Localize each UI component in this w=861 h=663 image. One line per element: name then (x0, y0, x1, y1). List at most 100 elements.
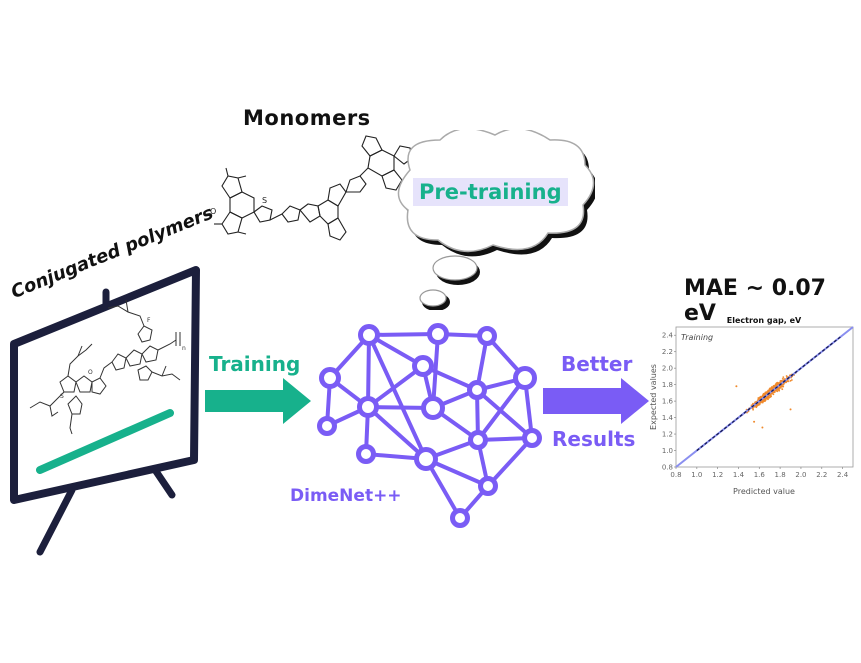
network-edge (366, 333, 371, 409)
network-node (467, 380, 487, 400)
network-edge (475, 388, 534, 440)
monomer-structure: O S (210, 135, 413, 241)
monomer-atom-s: S (262, 196, 267, 205)
atom-label-f: F (147, 317, 151, 324)
mae-label: MAE ~ 0.07 eV (684, 276, 826, 326)
network-node (522, 428, 542, 448)
x-tick-label: 1.2 (712, 471, 723, 479)
y-tick-label: 1.2 (662, 431, 673, 439)
monomers-title: Monomers (243, 106, 371, 130)
neural-network-graph (317, 323, 542, 528)
results-arrow (543, 378, 649, 424)
y-tick-label: 2.4 (662, 332, 674, 340)
scatter-point (785, 375, 788, 377)
y-tick-label: 2.2 (662, 348, 673, 356)
scatter-outlier (761, 426, 764, 429)
scatter-point (775, 382, 778, 384)
network-node (356, 444, 376, 464)
scatter-outlier (789, 408, 792, 411)
network-edge (476, 376, 527, 442)
network-node (513, 366, 537, 390)
parity-plot: Electron gap, eV Training 0.8 1.0 1.2 1.4 1.… (649, 316, 854, 496)
y-tick-label: 1.6 (662, 398, 674, 406)
scatter-point (783, 378, 786, 380)
scatter-point (781, 388, 784, 391)
scatter-point (757, 398, 760, 401)
scatter-point (782, 385, 785, 388)
scatter-point (755, 405, 757, 407)
chart-title: Electron gap, eV (727, 316, 802, 325)
network-edge (486, 436, 534, 488)
scatter-point (774, 391, 776, 393)
board-highlight-bar (36, 409, 174, 474)
y-tick-label: 1.8 (662, 381, 673, 389)
x-tick-label: 2.2 (816, 471, 827, 479)
scatter-point (767, 398, 769, 401)
network-node (412, 355, 434, 377)
network-node (421, 396, 445, 420)
network-node (358, 324, 380, 346)
scatter-point (758, 402, 760, 405)
network-node (427, 323, 449, 345)
scatter-outlier (753, 420, 756, 423)
scatter-point (769, 389, 771, 392)
network-node (450, 508, 470, 528)
network-node (477, 326, 497, 346)
polymer-atom-labels: S O F n (60, 317, 186, 400)
better-label: Better (561, 352, 633, 376)
x-tick-label: 1.4 (733, 471, 745, 479)
scatter-point (789, 379, 792, 382)
atom-label-o: O (88, 369, 93, 376)
scatter-point (782, 383, 785, 385)
dimenet-label: DimeNet++ (290, 486, 402, 506)
y-axis-label: Expected values (649, 364, 658, 430)
x-tick-label: 2.0 (795, 471, 806, 479)
atom-label-n: n (182, 345, 186, 352)
chart-annotation: Training (681, 333, 713, 342)
x-tick-label: 1.0 (691, 471, 702, 479)
y-tick-label: 0.8 (662, 464, 673, 472)
network-edge (366, 405, 428, 461)
thought-cloud (397, 130, 595, 310)
scatter-point (780, 379, 782, 382)
network-edge (367, 333, 428, 461)
network-node (357, 396, 379, 418)
polymer-structure (29, 299, 181, 435)
results-label: Results (552, 427, 636, 451)
x-tick-label: 1.6 (754, 471, 766, 479)
monomer-atom-o: O (210, 207, 216, 216)
scatter-point (777, 389, 780, 391)
y-tick-label: 1.0 (662, 447, 673, 455)
x-tick-label: 2.4 (837, 471, 849, 479)
easel-leg-left (36, 486, 76, 556)
scatter-point (770, 395, 772, 398)
scatter-point (775, 389, 778, 391)
scatter-point (791, 379, 793, 381)
network-node (468, 430, 488, 450)
training-label: Training (209, 352, 301, 376)
scatter-point (787, 380, 789, 382)
scatter-point (764, 400, 766, 402)
scatter-point (770, 388, 773, 390)
x-tick-label: 1.8 (775, 471, 786, 479)
cloud-puff-medium (432, 255, 478, 281)
scatter-point (752, 408, 754, 411)
network-edge (366, 364, 425, 409)
scatter-point (782, 376, 785, 378)
network-edge (367, 332, 440, 337)
fit-line (696, 336, 841, 452)
x-tick-label: 0.8 (670, 471, 681, 479)
atom-label-s: S (60, 393, 64, 400)
training-arrow (205, 378, 311, 424)
pre-training-label: Pre-training (413, 178, 568, 206)
scatter-point (763, 392, 765, 395)
scatter-point (762, 399, 765, 402)
scatter-outlier (735, 385, 738, 388)
cloud-puff-small (419, 289, 447, 307)
easel-illustration: S O F n (10, 266, 200, 556)
y-tick-label: 2.0 (662, 365, 673, 373)
network-node (414, 447, 438, 471)
network-node (319, 367, 341, 389)
scatter-point (781, 378, 784, 380)
network-node (478, 476, 498, 496)
